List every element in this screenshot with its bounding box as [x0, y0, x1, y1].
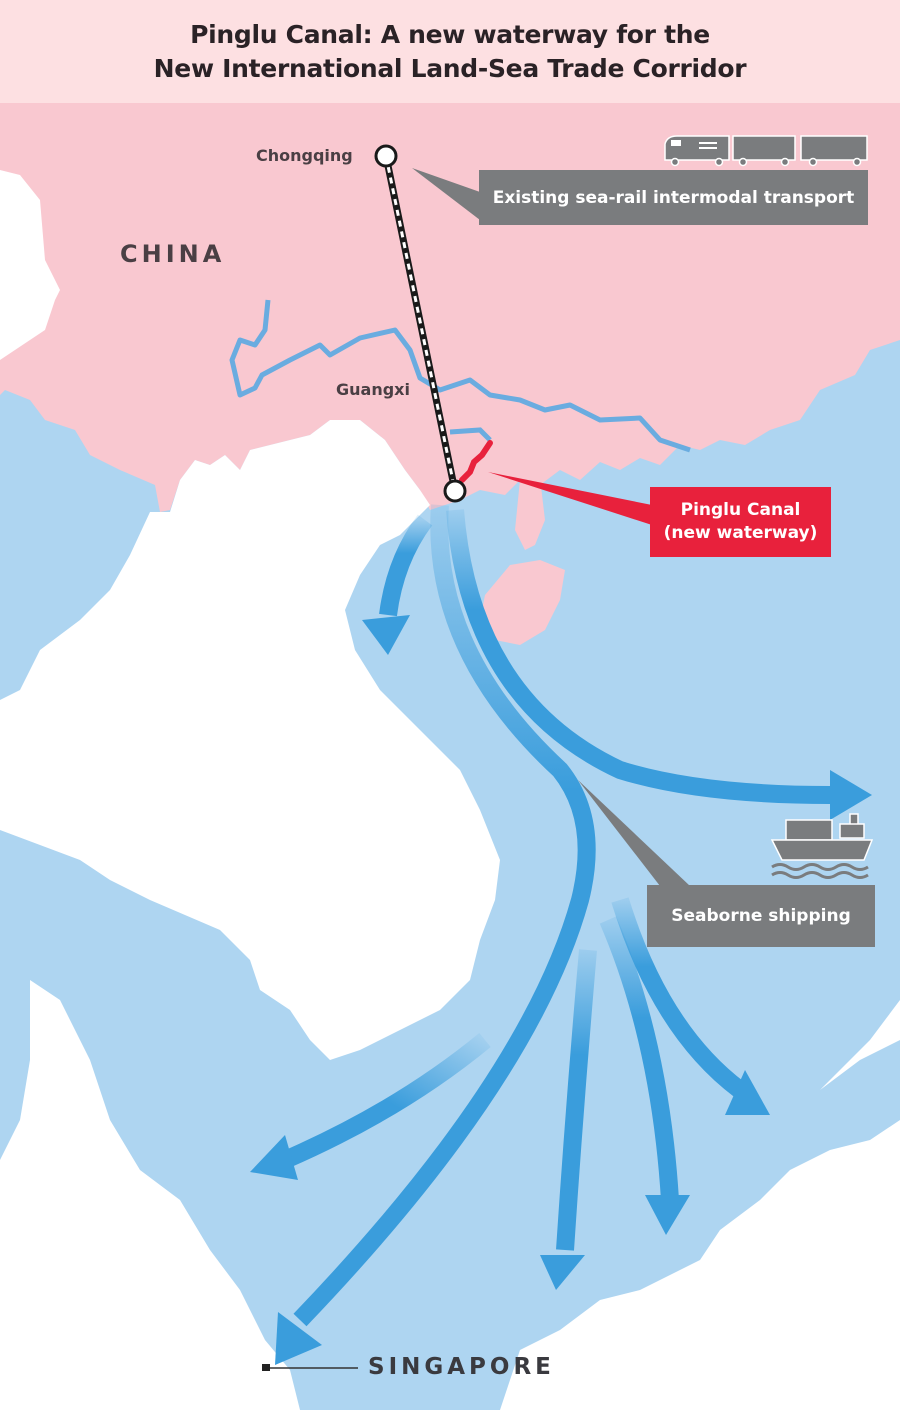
- route-arrow-thailand: [281, 1033, 491, 1169]
- river-branch: [449, 427, 492, 442]
- philippines: [820, 1000, 900, 1090]
- route-arrow-south-1: [556, 949, 597, 1251]
- chongqing-node: [374, 144, 398, 168]
- route-arrow-south-2: [599, 916, 679, 1201]
- cargo-ship-icon: [770, 813, 874, 879]
- route-arrows: [281, 504, 831, 1327]
- port-node: [443, 479, 467, 503]
- train-icon: [664, 135, 868, 167]
- rail-transport-callout-text: Existing sea-rail intermodal transport: [492, 187, 855, 208]
- rail-transport-callout: Existing sea-rail intermodal transport: [479, 170, 868, 225]
- map-canvas: [0, 103, 900, 1410]
- arrowhead-east: [830, 770, 872, 820]
- rail-line-dashes: [384, 155, 457, 492]
- route-arrow-vietnam: [379, 514, 433, 617]
- arrowhead-singapore: [275, 1312, 322, 1365]
- seaborne-shipping-callout-text: Seaborne shipping: [671, 906, 851, 926]
- leizhou-peninsula: [515, 478, 545, 550]
- title-bar: Pinglu Canal: A new waterway for the New…: [0, 0, 900, 103]
- canal-callout-pointer: [488, 472, 652, 525]
- route-arrow-southeast: [611, 897, 746, 1098]
- pinglu-canal-callout-line-2: (new waterway): [663, 523, 818, 543]
- pinglu-canal-callout-line-1: Pinglu Canal: [680, 500, 801, 520]
- river: [229, 299, 691, 453]
- title-line-2: New International Land-Sea Trade Corrido…: [153, 53, 747, 83]
- arrowhead-south-1: [540, 1255, 585, 1290]
- arrowhead-vietnam: [362, 615, 410, 655]
- seaborne-shipping-callout: Seaborne shipping: [647, 885, 875, 947]
- indochina-land: [0, 420, 500, 1060]
- pinglu-canal: [459, 440, 493, 483]
- title-line-1: Pinglu Canal: A new waterway for the: [190, 19, 710, 49]
- arrowhead-southeast: [725, 1070, 770, 1115]
- pinglu-canal-callout: Pinglu Canal (new waterway): [650, 487, 831, 557]
- hainan-island: [480, 560, 565, 645]
- arrow-heads: [250, 615, 872, 1365]
- borneo: [500, 1120, 900, 1410]
- west-land: [0, 170, 60, 360]
- rail-callout-pointer: [412, 168, 480, 220]
- route-arrow-singapore: [293, 504, 596, 1327]
- sumatra: [0, 1220, 150, 1410]
- shipping-callout-pointer: [578, 780, 690, 886]
- arrowhead-thailand: [250, 1135, 298, 1180]
- arrowhead-south-2: [645, 1195, 690, 1235]
- singapore-marker: [262, 1364, 270, 1371]
- route-arrow-east: [446, 509, 831, 804]
- singapore-label: SINGAPORE: [368, 1354, 555, 1380]
- china-label: CHINA: [120, 240, 226, 268]
- guangxi-label: Guangxi: [336, 380, 410, 399]
- chongqing-label: Chongqing: [256, 146, 353, 165]
